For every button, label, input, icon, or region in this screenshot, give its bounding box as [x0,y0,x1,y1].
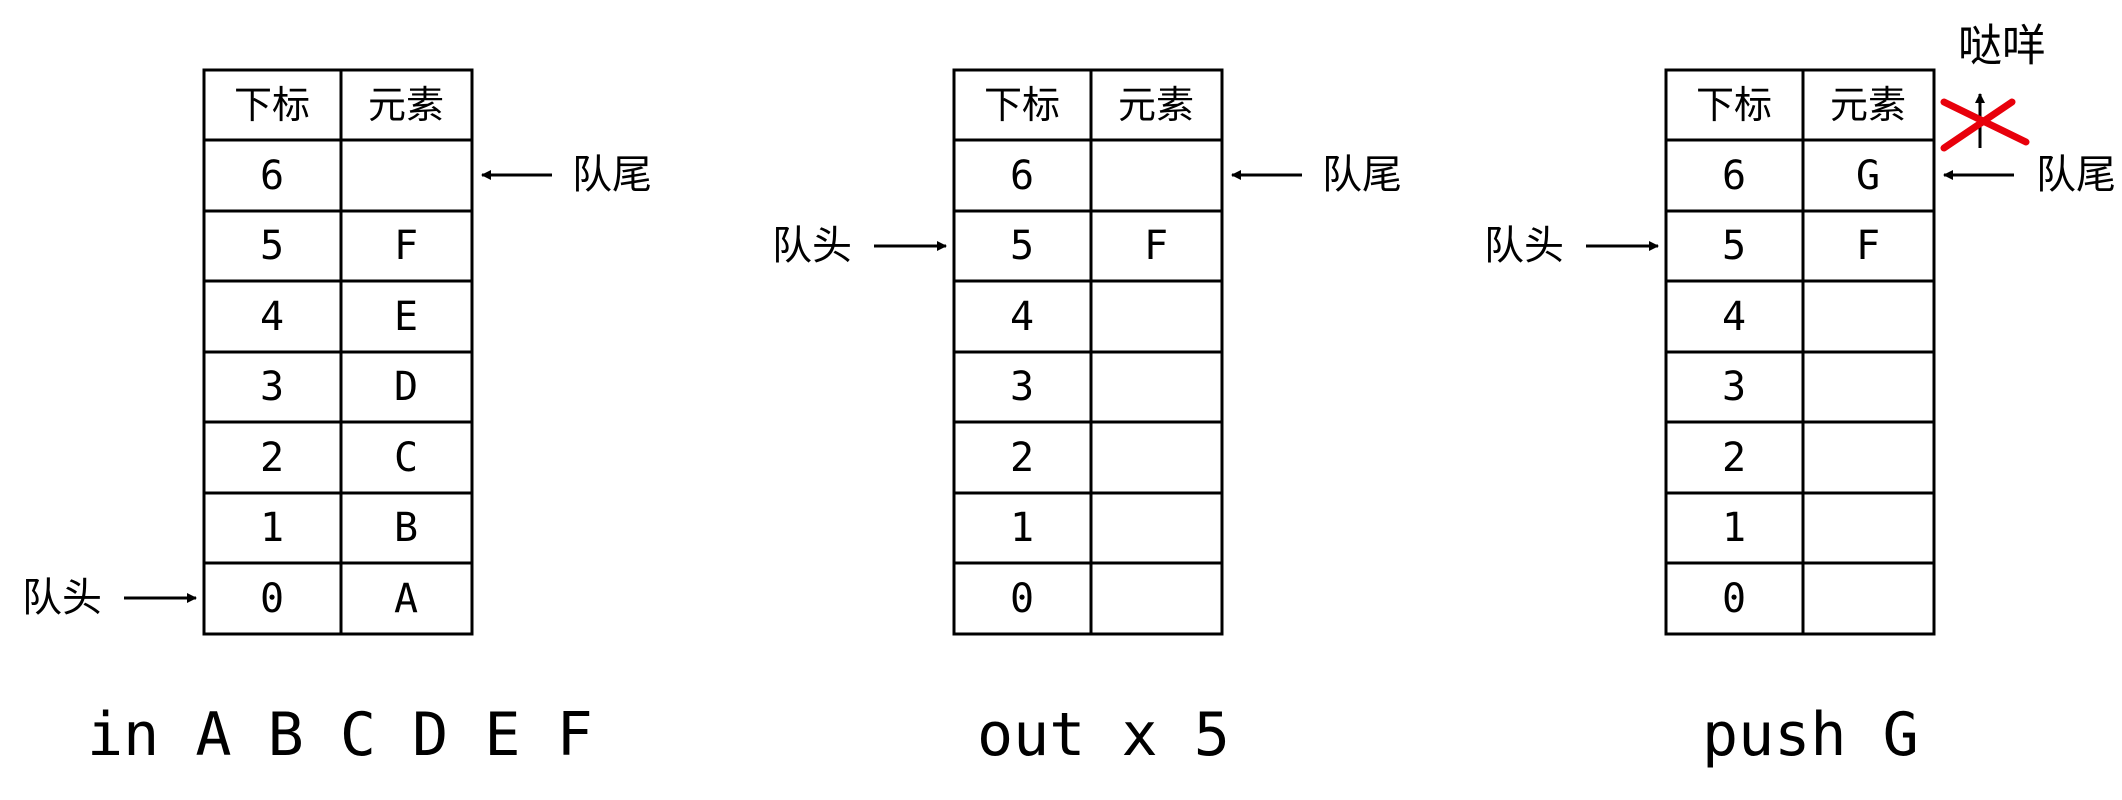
row-index: 2 [260,435,284,481]
head-label: 队头 [772,223,852,269]
row-index: 3 [260,364,284,410]
head-label: 队头 [1484,223,1564,269]
row-index: 4 [1722,294,1746,340]
row-value: C [394,435,418,481]
panel-caption: push G [1702,700,1919,770]
row-index: 2 [1010,435,1034,481]
row-index: 1 [1010,505,1034,551]
row-index: 6 [260,153,284,199]
row-value: F [1144,223,1168,269]
tail-label: 队尾 [572,152,652,198]
queue-table: 下标 元素 6 G 5 F 4 3 2 1 0 [1664,68,1936,636]
tail-label: 队尾 [2036,152,2116,198]
row-index: 2 [1722,435,1746,481]
header-index: 下标 [1696,83,1772,127]
row-value: E [394,294,418,340]
row-index: 0 [1722,576,1746,622]
panel-in: 下标 元素 6 5 F 4 E 3 D 2 C 1 B 0 A 队尾 队头 in… [22,68,652,770]
head-label: 队头 [22,575,102,621]
header-value: 元素 [1830,83,1906,127]
row-index: 4 [1010,294,1034,340]
cross-mark [1940,98,2030,152]
row-index: 5 [1010,223,1034,269]
panel-push: 下标 元素 6 G 5 F 4 3 2 1 0 队尾 队头 哒咩 pu [1484,21,2116,771]
row-value: G [1856,153,1880,199]
panel-caption: in A B C D E F [87,700,593,770]
row-index: 5 [1722,223,1746,269]
tail-label: 队尾 [1322,152,1402,198]
row-value: B [394,505,418,551]
row-index: 0 [260,576,284,622]
header-index: 下标 [984,83,1060,127]
header-index: 下标 [234,83,310,127]
row-index: 5 [260,223,284,269]
queue-table: 下标 元素 6 5 F 4 E 3 D 2 C 1 B 0 A [202,68,474,636]
row-index: 1 [260,505,284,551]
row-index: 6 [1010,153,1034,199]
queue-table: 下标 元素 6 5 F 4 3 2 1 0 [952,68,1224,636]
row-index: 4 [260,294,284,340]
overflow-label: 哒咩 [1958,21,2046,72]
row-index: 3 [1722,364,1746,410]
row-value: F [1856,223,1880,269]
panel-caption: out x 5 [977,700,1230,770]
row-index: 3 [1010,364,1034,410]
header-value: 元素 [1118,83,1194,127]
row-value: D [394,364,418,410]
row-index: 6 [1722,153,1746,199]
row-value: A [394,576,418,622]
row-index: 0 [1010,576,1034,622]
panel-out: 下标 元素 6 5 F 4 3 2 1 0 队尾 队头 out x 5 [772,68,1402,770]
header-value: 元素 [368,83,444,127]
row-value: F [394,223,418,269]
row-index: 1 [1722,505,1746,551]
